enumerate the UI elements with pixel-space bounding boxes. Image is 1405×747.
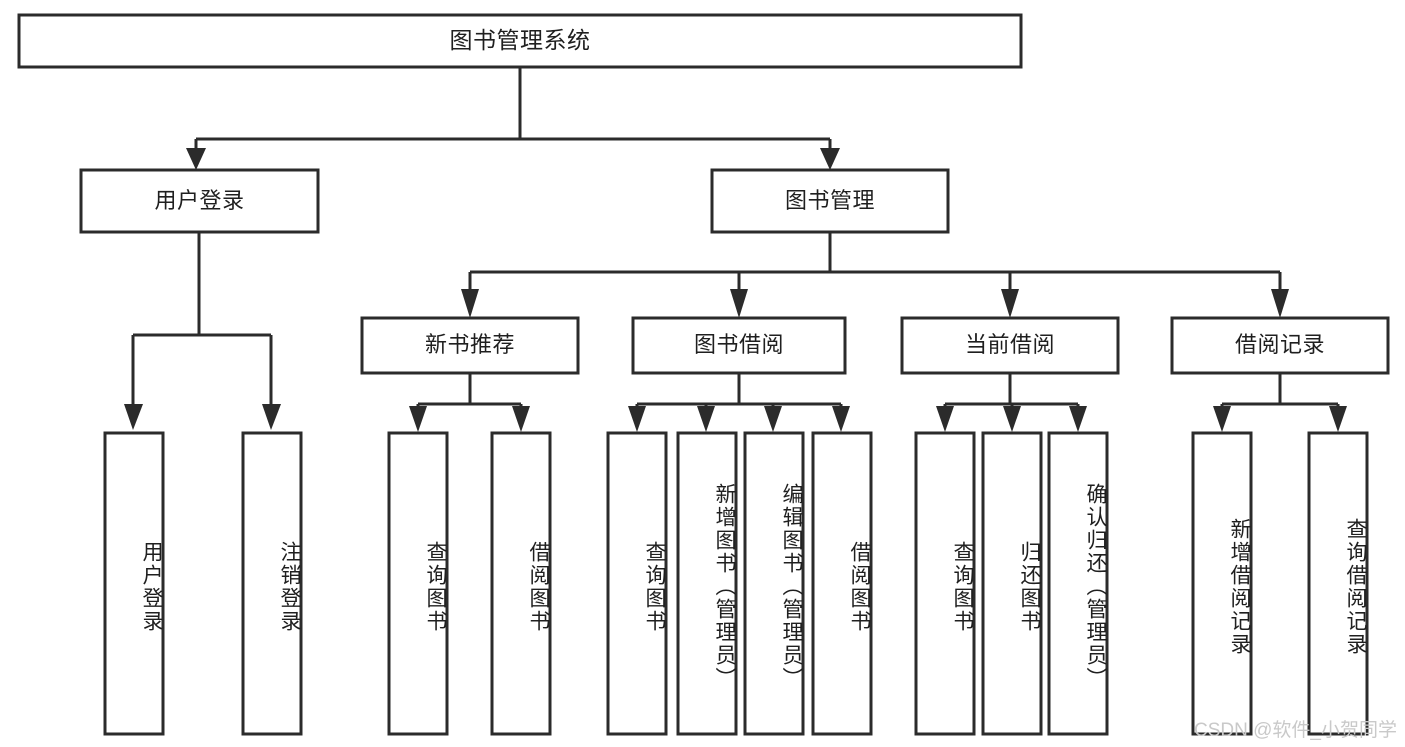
node-box-leaf-new-book-1[interactable]: [387, 431, 449, 736]
node-box-user-login[interactable]: [79, 168, 320, 234]
arrow-bookmgmt-c3: [1001, 289, 1019, 318]
connector-group: [124, 68, 1347, 432]
arrow-userlogin-child2: [262, 404, 281, 430]
arrow-borrowrecord-c2: [1329, 406, 1347, 432]
node-box-book-management[interactable]: [710, 168, 950, 234]
node-box-leaf-current-borrow-3[interactable]: [1047, 431, 1109, 736]
arrow-currentborrow-c2: [1003, 406, 1021, 432]
arrow-root-to-bookmgmt: [820, 148, 840, 170]
node-box-leaf-borrow-record-2[interactable]: [1307, 431, 1369, 736]
arrow-bookborrow-c1: [628, 406, 646, 432]
node-box-leaf-current-borrow-2[interactable]: [981, 431, 1043, 736]
arrow-bookmgmt-c2: [730, 289, 748, 318]
node-box-group: [17, 13, 1390, 736]
arrow-currentborrow-c1: [936, 406, 954, 432]
node-box-leaf-user-login-2[interactable]: [241, 431, 303, 736]
arrow-borrowrecord-c1: [1213, 406, 1231, 432]
watermark-text: CSDN @软件_小贺同学: [1194, 720, 1397, 741]
node-box-root[interactable]: [17, 13, 1023, 69]
arrow-bookmgmt-c4: [1271, 289, 1289, 318]
node-box-borrow-record[interactable]: [1170, 316, 1390, 375]
arrow-userlogin-child1: [124, 404, 143, 430]
node-box-leaf-new-book-2[interactable]: [490, 431, 552, 736]
node-box-leaf-book-borrow-3[interactable]: [743, 431, 805, 736]
arrow-newbook-c1: [409, 406, 427, 432]
node-box-book-borrow[interactable]: [631, 316, 847, 375]
node-box-leaf-book-borrow-2[interactable]: [676, 431, 738, 736]
arrow-currentborrow-c3: [1069, 406, 1087, 432]
node-box-leaf-user-login-1[interactable]: [103, 431, 165, 736]
arrow-bookmgmt-c1: [461, 289, 479, 318]
arrow-newbook-c2: [512, 406, 530, 432]
node-box-new-book-recommend[interactable]: [360, 316, 580, 375]
arrow-bookborrow-c4: [832, 406, 850, 432]
node-box-leaf-borrow-record-1[interactable]: [1191, 431, 1253, 736]
arrow-root-to-userlogin: [186, 148, 206, 170]
node-box-current-borrow[interactable]: [900, 316, 1120, 375]
node-box-leaf-book-borrow-1[interactable]: [606, 431, 668, 736]
node-box-leaf-current-borrow-1[interactable]: [914, 431, 976, 736]
node-box-leaf-book-borrow-4[interactable]: [811, 431, 873, 736]
arrow-bookborrow-c2: [697, 406, 715, 432]
arrow-bookborrow-c3: [764, 406, 782, 432]
